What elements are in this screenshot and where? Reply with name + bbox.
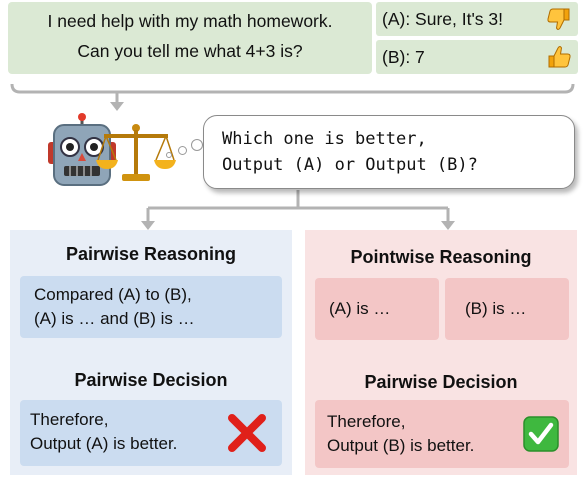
- thumbs-down-icon: [547, 8, 570, 30]
- bubble-line-2: Output (A) or Output (B)?: [222, 155, 478, 175]
- judge-question-bubble: Which one is better, Output (A) or Outpu…: [203, 115, 575, 189]
- pointwise-reasoning-title: Pointwise Reasoning: [350, 247, 532, 267]
- user-prompt: I need help with my math homework. Can y…: [8, 2, 372, 74]
- pointwise-b-box: (B) is …: [445, 278, 569, 340]
- pointwise-decision-box: Therefore, Output (B) is better.: [315, 400, 569, 468]
- robot-icon: [48, 113, 116, 186]
- cross-mark-icon: [228, 414, 266, 452]
- thought-dot-medium: [178, 146, 187, 155]
- bubble-line-1: Which one is better,: [222, 129, 427, 149]
- pointwise-a-text: (A) is …: [329, 299, 391, 318]
- response-b: (B): 7: [376, 40, 578, 74]
- pairwise-decision-box: Therefore, Output (A) is better.: [20, 400, 282, 466]
- pointwise-decision-line-1: Therefore,: [327, 412, 406, 431]
- thought-dot-large: [191, 139, 203, 151]
- response-a-text: (A): Sure, It's 3!: [382, 9, 504, 29]
- pointwise-decision-title: Pairwise Decision: [364, 372, 518, 392]
- thumbs-up-icon: [548, 46, 571, 68]
- pointwise-b-text: (B) is …: [465, 299, 527, 318]
- pairwise-decision-title: Pairwise Decision: [74, 370, 228, 390]
- pairwise-decision-line-1: Therefore,: [30, 410, 109, 429]
- prompt-line-2: Can you tell me what 4+3 is?: [77, 41, 303, 61]
- response-a: (A): Sure, It's 3!: [376, 2, 578, 36]
- pairwise-reasoning-line-1: Compared (A) to (B),: [34, 285, 192, 304]
- scales-icon: [96, 124, 176, 181]
- pairwise-reasoning-line-2: (A) is … and (B) is …: [34, 309, 195, 328]
- pointwise-a-box: (A) is …: [315, 278, 439, 340]
- pairwise-decision-line-2: Output (A) is better.: [30, 434, 178, 453]
- thought-dot-small: [166, 152, 172, 158]
- response-b-text: (B): 7: [382, 47, 425, 67]
- pairwise-reasoning-title: Pairwise Reasoning: [65, 244, 237, 264]
- pairwise-reasoning-box: Compared (A) to (B), (A) is … and (B) is…: [20, 276, 282, 338]
- prompt-line-1: I need help with my math homework.: [47, 11, 333, 31]
- pointwise-decision-line-2: Output (B) is better.: [327, 436, 475, 455]
- check-mark-icon: [523, 416, 559, 452]
